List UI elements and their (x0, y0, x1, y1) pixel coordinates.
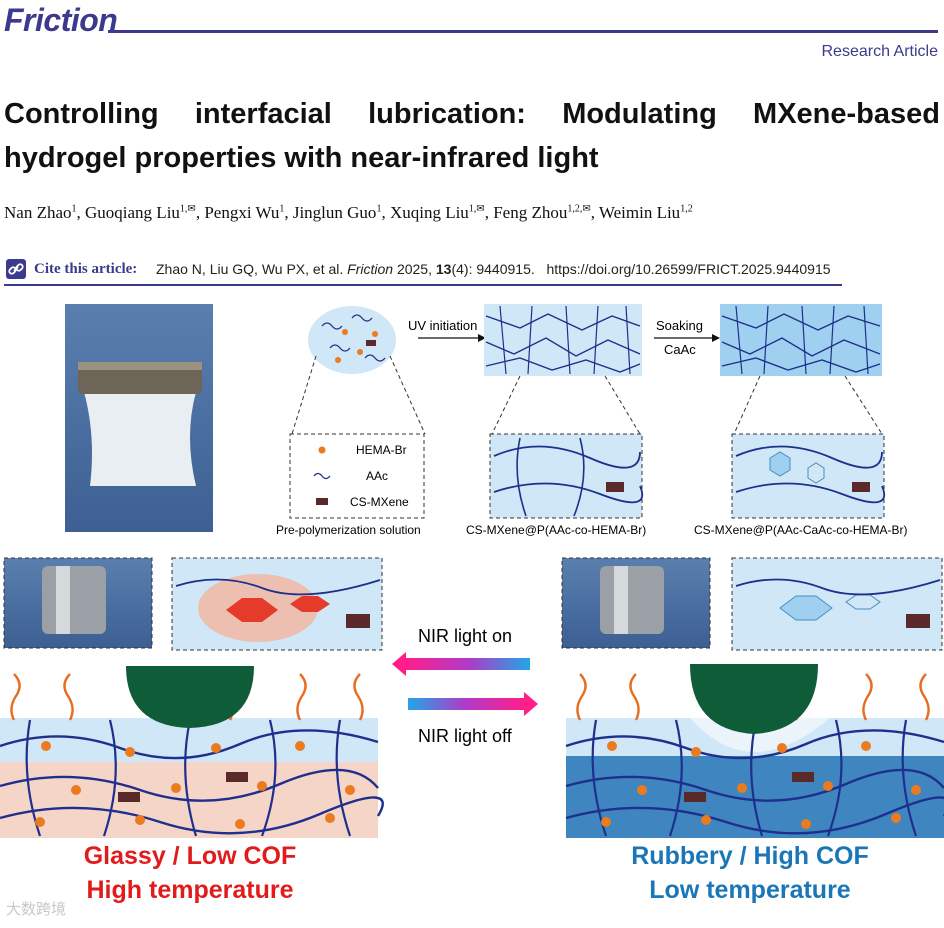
link-icon[interactable] (6, 259, 26, 279)
author[interactable]: Pengxi Wu1, (204, 203, 293, 222)
author[interactable]: Guoqiang Liu1,✉, (85, 203, 205, 222)
aac-marker (313, 472, 331, 480)
prepolymer-ellipse (308, 306, 396, 374)
citation-bar: Cite this article: Zhao N, Liu GQ, Wu PX… (4, 256, 842, 286)
article-type: Research Article (821, 43, 939, 60)
legend-hema-label: HEMA-Br (356, 443, 407, 457)
caac-label: CaAc (664, 342, 696, 357)
figure-graphic: UV initiation Soaking CaAc HEMA-Br AAc C… (0, 304, 944, 838)
legend-box (289, 433, 425, 519)
watermark: 大数跨境 (6, 901, 67, 918)
left-state-line1: Glassy / Low COF (83, 842, 297, 870)
right-state-line1: Rubbery / High COF (631, 842, 869, 870)
legend-aac-label: AAc (366, 469, 388, 483)
citation-text: Zhao N, Liu GQ, Wu PX, et al. Friction 2… (156, 261, 831, 277)
journal-name: Friction (4, 2, 118, 38)
journal-rule (108, 30, 938, 33)
mxene-marker (316, 498, 328, 505)
right-state-line2: Low temperature (649, 876, 851, 904)
nir-off-label: NIR light off (418, 726, 513, 746)
author[interactable]: Weimin Liu1,2 (598, 203, 693, 222)
network-block-mid (484, 304, 642, 376)
detail-box-rubbery (731, 557, 943, 651)
detail-box-mid (489, 433, 644, 519)
author-list: Nan Zhao1, Guoqiang Liu1,✉, Pengxi Wu1, … (4, 203, 693, 223)
slider-rubbery (690, 664, 818, 734)
author[interactable]: Feng Zhou1,2,✉, (493, 203, 599, 222)
detail-box-right (731, 433, 886, 519)
detail-box-glassy (171, 557, 383, 651)
cite-label: Cite this article: (34, 261, 138, 277)
caption-right-hydrogel: CS-MXene@P(AAc-CaAc-co-HEMA-Br) (694, 523, 908, 537)
author[interactable]: Jinglun Guo1, (292, 203, 390, 222)
hydrogel-photo-top (65, 304, 213, 532)
nir-off-arrow (408, 698, 524, 710)
weight-photo-left (3, 557, 153, 649)
legend-mxene-label: CS-MXene (350, 495, 409, 509)
graphical-abstract: UV initiation Soaking CaAc HEMA-Br AAc C… (0, 296, 944, 896)
network-block-right (720, 304, 882, 376)
author[interactable]: Nan Zhao1, (4, 203, 86, 222)
nir-on-arrow (406, 658, 530, 670)
author[interactable]: Xuqing Liu1,✉, (389, 203, 494, 222)
soaking-label: Soaking (656, 318, 703, 333)
paper-title: Controlling interfacial lubrication: Mod… (4, 98, 940, 174)
nir-on-label: NIR light on (418, 626, 512, 646)
caption-mid-hydrogel: CS-MXene@P(AAc-co-HEMA-Br) (466, 523, 646, 537)
uv-initiation-label: UV initiation (408, 318, 477, 333)
doi-link[interactable]: https://doi.org/10.26599/FRICT.2025.9440… (546, 261, 831, 277)
substrate-glassy (0, 673, 384, 838)
left-state-line2: High temperature (86, 876, 294, 904)
weight-photo-right (561, 557, 711, 649)
caption-prepolymer: Pre-polymerization solution (276, 523, 421, 537)
hema-br-marker (318, 446, 326, 454)
slider-glassy (126, 666, 254, 728)
